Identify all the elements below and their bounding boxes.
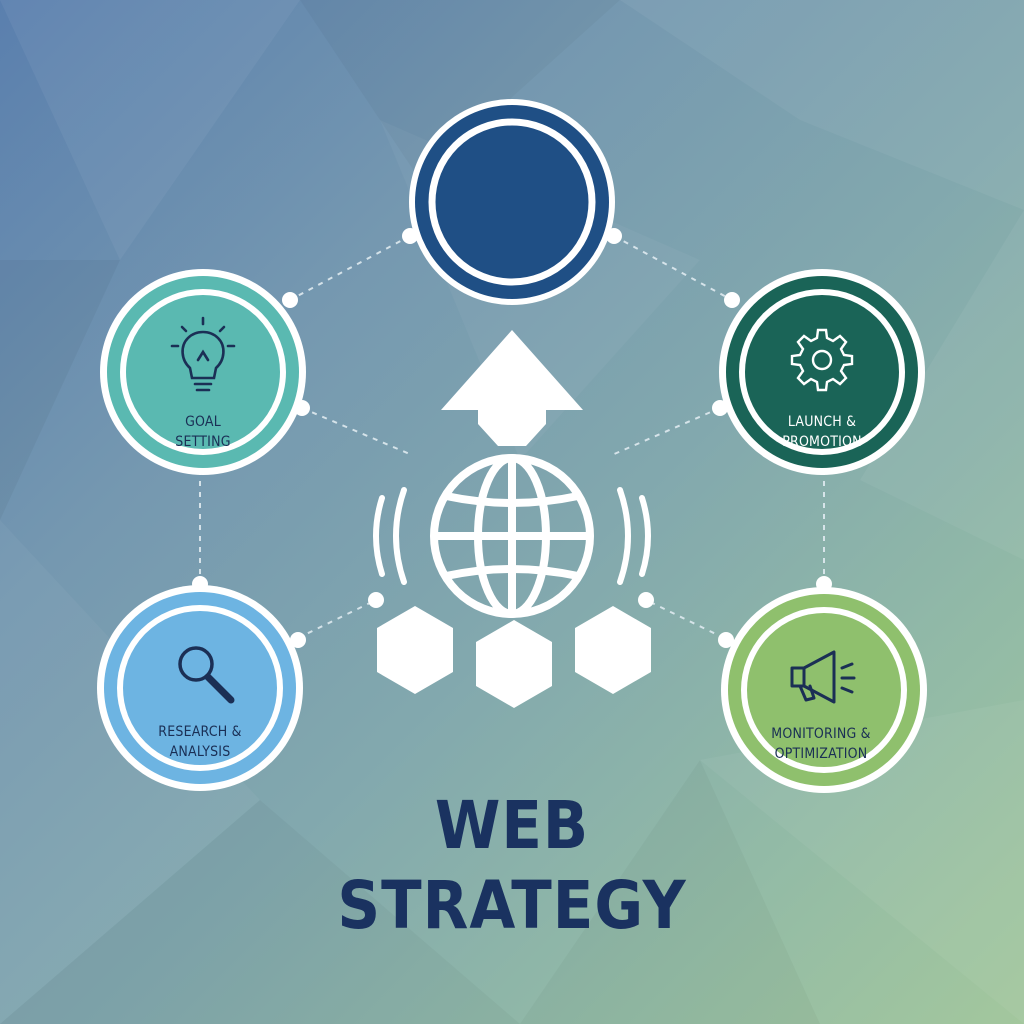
title-line2: STRATEGY bbox=[337, 867, 687, 944]
node-label-launch: LAUNCH & PROMOTION bbox=[747, 412, 897, 452]
globe-icon bbox=[430, 454, 594, 618]
node-label-goal: GOAL SETTING bbox=[128, 412, 278, 452]
node-research-analysis bbox=[97, 585, 303, 791]
megaphone-icon bbox=[790, 650, 856, 704]
goal-line1: GOAL bbox=[185, 414, 221, 430]
research-line1: RESEARCH & bbox=[158, 724, 242, 740]
monitoring-line1: MONITORING & bbox=[771, 726, 871, 742]
page-title: WEB STRATEGY bbox=[312, 786, 712, 946]
hexagon-icon bbox=[377, 606, 651, 708]
monitoring-line2: OPTIMIZATION bbox=[774, 746, 868, 762]
node-goal-setting bbox=[100, 269, 306, 475]
node-launch-promotion bbox=[719, 269, 925, 475]
signal-wave-icon bbox=[373, 487, 651, 585]
title-line1: WEB bbox=[434, 787, 590, 864]
goal-line2: SETTING bbox=[175, 434, 231, 450]
lightbulb-icon bbox=[170, 316, 236, 392]
magnifier-icon bbox=[178, 646, 235, 704]
node-label-research: RESEARCH & ANALYSIS bbox=[125, 722, 275, 762]
research-line2: ANALYSIS bbox=[169, 744, 231, 760]
node-top bbox=[409, 99, 615, 305]
launch-line2: PROMOTION bbox=[782, 434, 862, 450]
connector-lines bbox=[199, 235, 825, 639]
node-label-monitoring: MONITORING & OPTIMIZATION bbox=[746, 724, 896, 764]
node-monitoring-optimization bbox=[721, 587, 927, 793]
gear-icon bbox=[790, 328, 854, 392]
launch-line1: LAUNCH & bbox=[787, 414, 857, 430]
up-arrow-icon bbox=[441, 330, 583, 446]
